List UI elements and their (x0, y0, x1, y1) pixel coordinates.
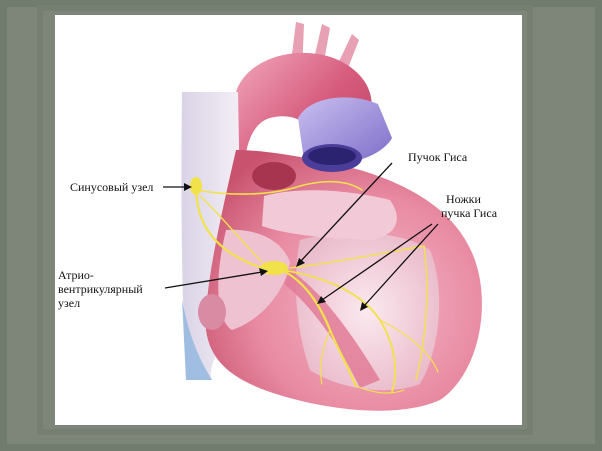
septum (284, 270, 380, 388)
label-av-node-2: вентрикулярный (58, 282, 143, 296)
label-his-bundle: Пучок Гиса (408, 150, 468, 164)
label-av-node-3: узел (58, 296, 81, 310)
right-atrium (218, 229, 290, 330)
ventricle-chamber (295, 232, 440, 391)
valve-opening (198, 294, 226, 330)
conduction-system (194, 180, 439, 394)
label-bundle-branches-2: пучка Гиса (441, 206, 498, 220)
vena-cava-shade (182, 300, 212, 380)
left-atrium (262, 190, 397, 240)
label-bundle-branches-1: Ножки (446, 192, 481, 206)
sinus-node-mark (190, 177, 202, 195)
label-av-node-1: Атрио- (58, 268, 94, 282)
aorta (236, 52, 372, 200)
label-sinus-node: Синусовый узел (70, 180, 154, 194)
pointer-arrows (163, 162, 439, 311)
aorta-lumen (252, 162, 296, 190)
pulmonary-trunk (298, 97, 392, 172)
